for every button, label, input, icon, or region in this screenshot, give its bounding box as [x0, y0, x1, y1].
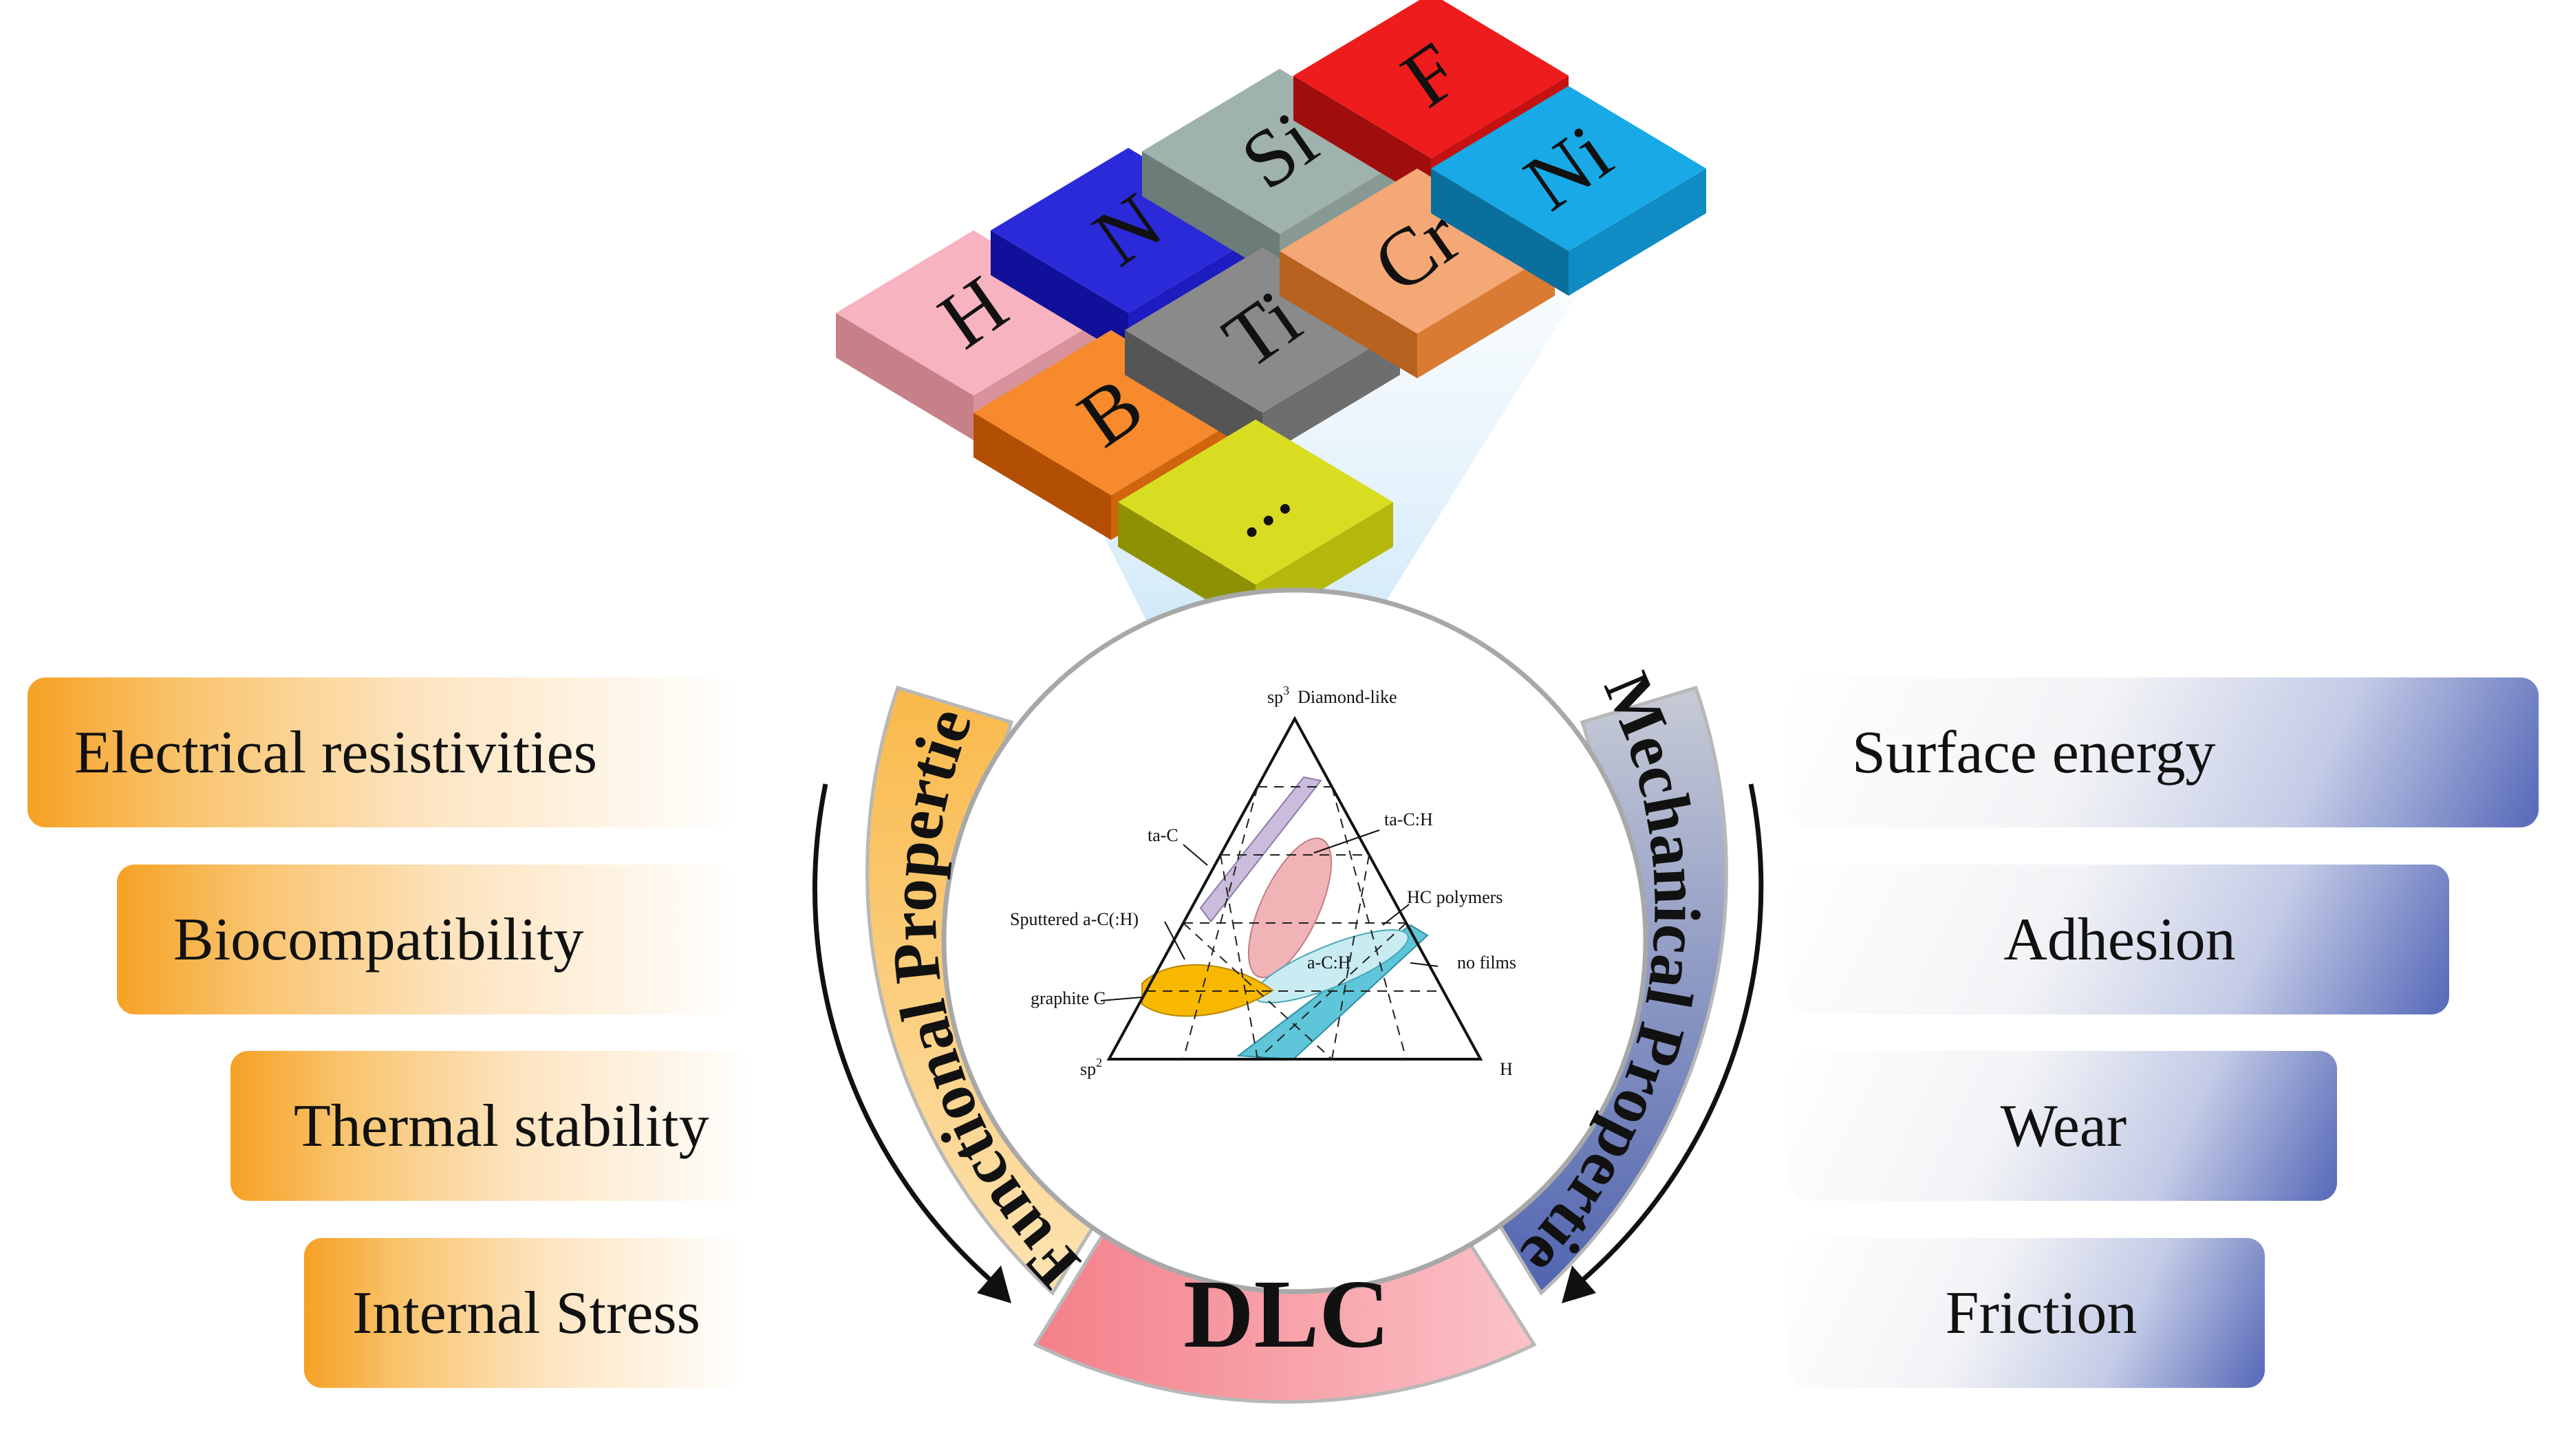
functional-arrow — [812, 783, 1000, 1288]
functional-item-biocompatibility: Biocompatibility — [117, 865, 736, 1014]
region-ta-ch — [1247, 837, 1333, 979]
label-sputtered: Sputtered a-C(:H) — [1010, 909, 1139, 929]
mechanical-item-label: Adhesion — [2003, 906, 2236, 973]
label-graphite: graphite C — [1031, 988, 1106, 1008]
functional-item-internal-stress: Internal Stress — [304, 1238, 744, 1388]
functional-item-label: Electrical resistivities — [74, 719, 597, 786]
label-hc-polymers: HC polymers — [1407, 887, 1503, 907]
functional-arrow-head — [977, 1265, 1011, 1303]
mechanical-arrow-head — [1562, 1265, 1596, 1303]
functional-item-label: Biocompatibility — [173, 906, 584, 973]
functional-item-label: Internal Stress — [352, 1279, 700, 1347]
ternary-left-label: sp2 — [1080, 1056, 1102, 1079]
mechanical-item-wear: Wear — [1790, 1051, 2337, 1201]
mechanical-item-label: Surface energy — [1852, 719, 2216, 786]
region-graphite — [1141, 964, 1274, 1017]
ternary-leaders — [1100, 829, 1439, 1001]
mechanical-item-friction: Friction — [1790, 1238, 2265, 1388]
ternary-right-label: H — [1500, 1059, 1513, 1079]
functional-item-electrical-resistivities: Electrical resistivities — [28, 677, 736, 827]
ternary-grid — [1146, 786, 1443, 1060]
functional-item-thermal-stability: Thermal stability — [230, 1051, 753, 1201]
label-no-films: no films — [1457, 953, 1516, 973]
functional-item-label: Thermal stability — [294, 1092, 709, 1160]
label-ta-c: ta-C — [1148, 825, 1178, 845]
mechanical-item-surface-energy: Surface energy — [1790, 677, 2539, 827]
mechanical-item-label: Friction — [1945, 1279, 2138, 1347]
mechanical-item-label: Wear — [2000, 1092, 2127, 1160]
mechanical-arrow — [1573, 783, 1764, 1288]
dlc-label: DLC — [1183, 1259, 1390, 1368]
element-tile-ni: Ni — [1431, 86, 1706, 296]
ternary-triangle — [1106, 715, 1483, 1061]
element-tiles: HNSiFBTiCrNi... — [836, 0, 1706, 629]
label-ta-ch: ta-C:H — [1384, 810, 1433, 829]
label-a-ch: a-C:H — [1307, 953, 1351, 973]
mechanical-item-adhesion: Adhesion — [1790, 865, 2449, 1014]
